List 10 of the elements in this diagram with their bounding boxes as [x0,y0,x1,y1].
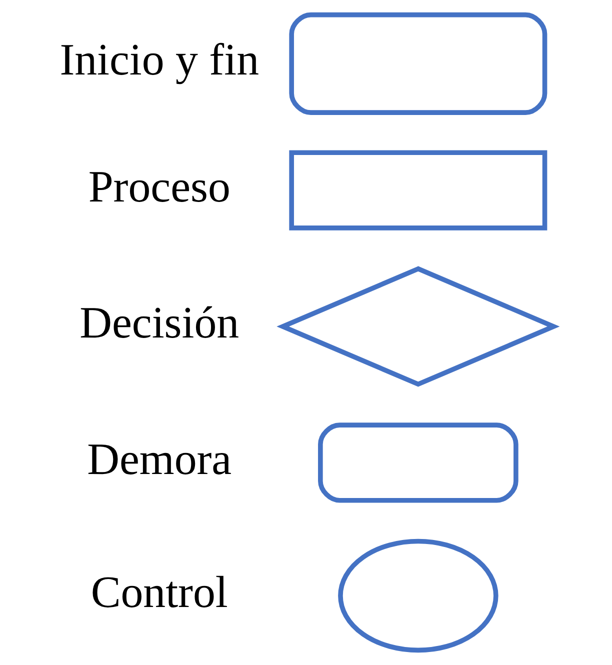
node-box [318,422,518,503]
node-label: Inicio y fin [60,34,260,85]
node-oval [338,538,498,653]
node-label: Demora [87,434,232,484]
node-label: Proceso [88,161,230,212]
node-box [289,12,548,115]
node-diamond [276,266,560,387]
node-box [289,150,548,230]
node-label: Decisión [80,298,240,348]
node-label: Control [90,566,228,617]
